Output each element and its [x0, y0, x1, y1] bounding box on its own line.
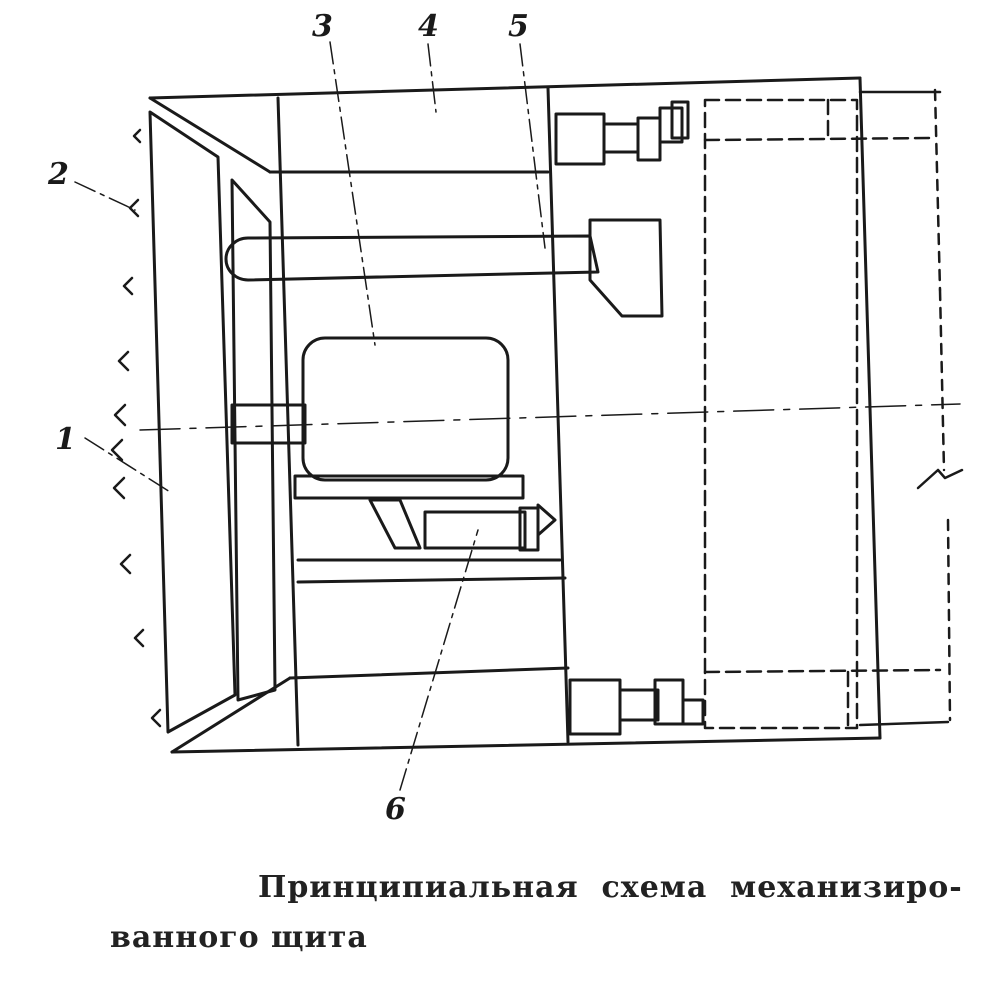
- tail-ring: [703, 98, 942, 730]
- upper-segment-4: [554, 100, 690, 166]
- caption-line-2: ванного щита: [110, 920, 368, 955]
- shield-body: [148, 76, 882, 754]
- cutting-edge-1: [148, 96, 570, 754]
- drive-6: [368, 498, 557, 552]
- conveyor-5: [224, 218, 664, 318]
- label-4: 4: [418, 9, 439, 44]
- teeth-2: [110, 128, 162, 728]
- label-3: 3: [312, 9, 333, 44]
- label-5: 5: [508, 9, 529, 44]
- leader-lines: [74, 41, 546, 791]
- label-6: 6: [385, 792, 406, 827]
- label-2: 2: [48, 157, 69, 192]
- erector-3: [230, 336, 567, 584]
- caption-line-1: Принципиальная схема механизиро-: [258, 870, 963, 905]
- lower-jack: [568, 678, 705, 736]
- axis-line: [139, 403, 961, 431]
- tail-outer: [858, 88, 964, 727]
- label-1: 1: [55, 422, 76, 457]
